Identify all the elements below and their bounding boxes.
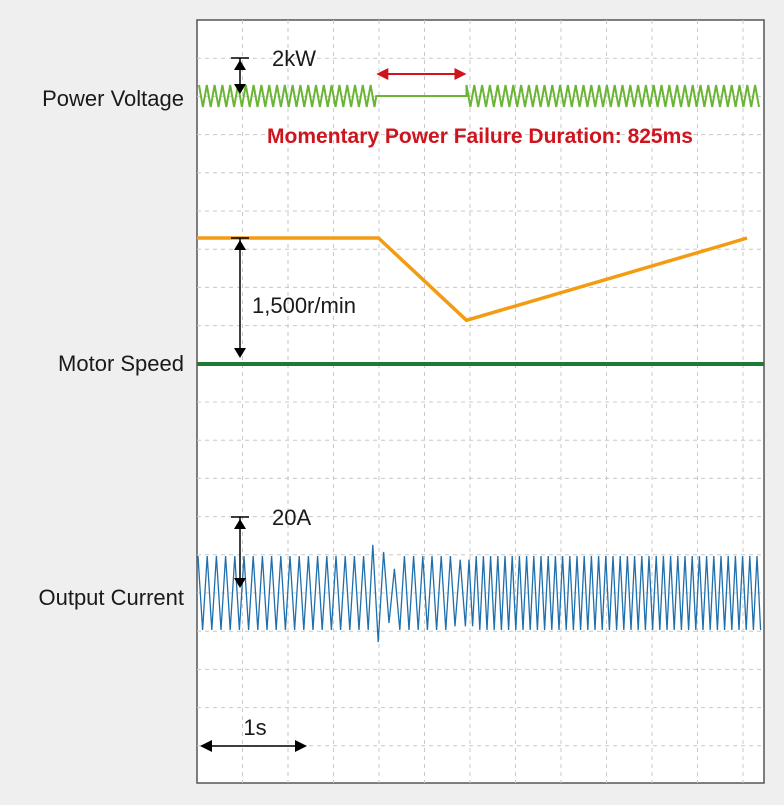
series-power-voltage	[198, 84, 760, 108]
arrow-speed-scale-head-bottom	[234, 348, 246, 358]
arrow-current-scale-head-top	[234, 519, 246, 529]
annotations	[200, 57, 467, 752]
arrow-power-scale-head-bottom	[234, 84, 246, 94]
failure-arrow-left	[376, 68, 389, 80]
scale-label-current: 20A	[272, 505, 311, 530]
series-output-current	[197, 544, 762, 643]
time-scale-label: 1s	[243, 715, 266, 740]
channel-label-output-current: Output Current	[38, 585, 184, 610]
failure-duration-label: Momentary Power Failure Duration: 825ms	[267, 125, 693, 148]
failure-arrow-right	[454, 68, 467, 80]
arrow-speed-scale-head-top	[234, 240, 246, 250]
series-motor-speed	[197, 236, 748, 323]
arrow-current-scale-head-bottom	[234, 578, 246, 588]
time-arrow-left	[200, 740, 212, 752]
scale-label-speed: 1,500r/min	[252, 293, 356, 318]
waveforms	[197, 84, 764, 643]
scale-label-power: 2kW	[272, 46, 316, 71]
channel-label-power-voltage: Power Voltage	[42, 86, 184, 111]
arrow-power-scale-head-top	[234, 60, 246, 70]
channel-label-motor-speed: Motor Speed	[58, 351, 184, 376]
time-arrow-right	[295, 740, 307, 752]
